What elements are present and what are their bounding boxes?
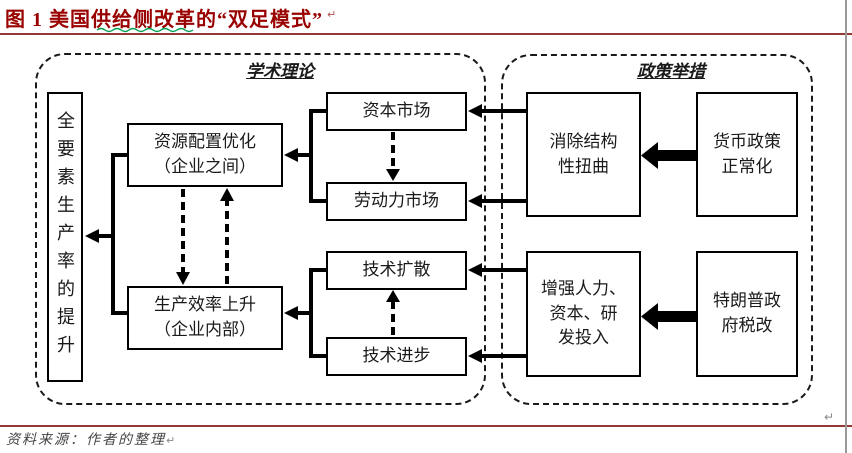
group-label-policy-measures: 政策举措	[616, 57, 726, 82]
box-technology-progress: 技术进步	[326, 337, 467, 376]
group-policy-measures	[501, 54, 813, 405]
paragraph-mark-source: ↵	[166, 434, 178, 447]
figure-title: 图 1 美国供给侧改革的“双足模式”	[5, 9, 323, 31]
box-production-efficiency: 生产效率上升 （企业内部）	[127, 286, 283, 350]
box-eliminate-structural-distortion: 消除结构 性扭曲	[526, 92, 641, 217]
box-resource-allocation: 资源配置优化 （企业之间）	[127, 123, 283, 187]
page-edge-line	[845, 0, 847, 453]
box-capital-market: 资本市场	[326, 92, 467, 131]
source-note-text: 资料来源：作者的整理	[6, 433, 166, 448]
box-trump-tax-reform: 特朗普政 府税改	[696, 251, 798, 377]
box-enhance-hr-capital-rd: 增强人力、 资本、研 发投入	[526, 251, 641, 377]
box-technology-diffusion: 技术扩散	[326, 251, 467, 290]
group-academic-theory	[35, 53, 486, 405]
paragraph-mark-title: ↵	[327, 8, 337, 21]
bottom-rule	[0, 425, 852, 427]
box-labor-market: 劳动力市场	[326, 182, 467, 221]
box-total-factor-productivity: 全要素生产率的提升	[47, 92, 83, 382]
top-rule	[0, 33, 852, 35]
group-label-academic-theory: 学术理论	[225, 57, 335, 82]
paragraph-mark-diagram-end: ↵	[824, 410, 835, 424]
box-monetary-policy-normalization: 货币政策 正常化	[696, 92, 798, 217]
source-note: 资料来源：作者的整理↵	[6, 429, 177, 449]
